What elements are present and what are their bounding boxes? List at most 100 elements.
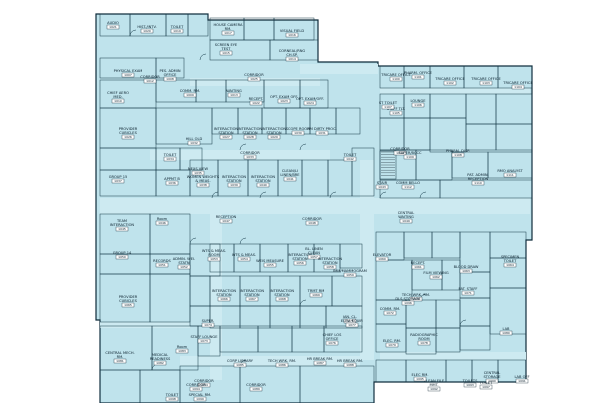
room-number-tag bbox=[303, 100, 317, 106]
room-name: PHARM. DISP. bbox=[446, 149, 470, 153]
corridor-band bbox=[100, 198, 530, 214]
room-number: 1007 bbox=[124, 73, 132, 77]
room-name: ST TOILET bbox=[379, 101, 398, 105]
room-number-tag bbox=[183, 92, 197, 98]
room-number: 1041 bbox=[286, 177, 294, 181]
room-outline bbox=[497, 359, 527, 383]
corridor-band bbox=[150, 150, 330, 160]
room-number-tag bbox=[511, 84, 525, 90]
room-name: PAT. STAFF bbox=[459, 287, 478, 291]
room-name: MED. bbox=[113, 95, 122, 99]
room-number: 1072 bbox=[386, 311, 394, 315]
corridor-band bbox=[300, 64, 378, 74]
room-number: 1052 bbox=[180, 265, 188, 269]
room-number-tag bbox=[155, 262, 169, 268]
room-number: 1030 bbox=[294, 131, 302, 135]
room-outline bbox=[179, 147, 203, 171]
room-name: TOILET bbox=[343, 153, 357, 157]
room-name: WTS & MEAS. bbox=[202, 249, 226, 253]
room-number: 1097 bbox=[482, 385, 490, 389]
room-name: RADIOGRAPHIC bbox=[410, 333, 438, 337]
room-name: WTS & MEAS. bbox=[232, 253, 256, 257]
room-number-tag bbox=[375, 184, 389, 190]
room-label: PHARM. DISP.1108 bbox=[446, 149, 470, 158]
room-number: 1022 bbox=[252, 101, 260, 105]
room-name: WEIS MEASURE bbox=[256, 259, 285, 263]
room-number-tag bbox=[343, 272, 357, 278]
room-number-tag bbox=[451, 152, 465, 158]
room-number: 1087 bbox=[316, 361, 324, 365]
room-number-tag bbox=[170, 28, 184, 34]
room-label: WTS & MEAS.1054 bbox=[232, 253, 256, 262]
room-name: INTERACTION bbox=[318, 257, 343, 261]
room-number-tag bbox=[375, 256, 389, 262]
room-name: CUBICLES bbox=[119, 299, 137, 303]
room-name: RECEPT. bbox=[249, 97, 264, 101]
room-number: 1061 bbox=[414, 265, 422, 269]
room-number: 1010 bbox=[114, 99, 122, 103]
room-number-tag bbox=[403, 154, 417, 160]
room-number: 1047 bbox=[222, 219, 230, 223]
room-number: 1026 bbox=[124, 135, 132, 139]
room-number: 1046 bbox=[158, 221, 166, 225]
room-number: 1048 bbox=[308, 221, 316, 225]
room-number: 1109 bbox=[406, 155, 414, 159]
corridor-band bbox=[180, 356, 360, 366]
room-name: LAB OFF bbox=[514, 375, 529, 379]
room-outline bbox=[187, 13, 209, 37]
room-name: INTERACTION bbox=[110, 223, 135, 227]
room-number: 1068 bbox=[278, 297, 286, 301]
room-number: 1057 bbox=[310, 255, 318, 259]
room-number-tag bbox=[233, 362, 247, 368]
room-outline bbox=[335, 107, 361, 135]
room-number-tag bbox=[503, 172, 517, 178]
room-number: 1094 bbox=[192, 387, 200, 391]
room-number-tag bbox=[345, 322, 359, 328]
room-number-tag bbox=[459, 268, 473, 274]
room-name: ELEVATOR bbox=[373, 253, 392, 257]
room-name: AUDIO bbox=[107, 21, 119, 25]
room-number-tag bbox=[463, 382, 477, 388]
room-number-tag bbox=[401, 184, 415, 190]
door-swing bbox=[459, 319, 467, 327]
room-number-tag bbox=[191, 170, 205, 176]
room-name: TOILET bbox=[165, 393, 179, 397]
room-number: 1017 bbox=[224, 31, 232, 35]
room-number: 1053 bbox=[210, 257, 218, 261]
room-label: OPT. EXAM OFF.1023 bbox=[270, 95, 298, 104]
room-number: 1112 bbox=[404, 185, 412, 189]
room-number-tag bbox=[389, 110, 403, 116]
room-outline bbox=[325, 305, 363, 329]
room-number-tag bbox=[291, 130, 305, 136]
corridor-band bbox=[380, 352, 526, 360]
room-outline bbox=[495, 123, 533, 151]
room-number: 1013 bbox=[230, 93, 238, 97]
room-name: Room bbox=[157, 217, 168, 221]
room-name: STATION bbox=[255, 179, 270, 183]
room-number: 1008 bbox=[166, 77, 174, 81]
room-number: 1039 bbox=[230, 183, 238, 187]
room-number: 1019 bbox=[173, 29, 181, 33]
room-number: 1106 bbox=[414, 103, 422, 107]
room-name: FILM VIEWING bbox=[423, 271, 448, 275]
room-outline bbox=[459, 325, 491, 351]
room-label: STAFF TLT.1105 bbox=[387, 107, 405, 116]
